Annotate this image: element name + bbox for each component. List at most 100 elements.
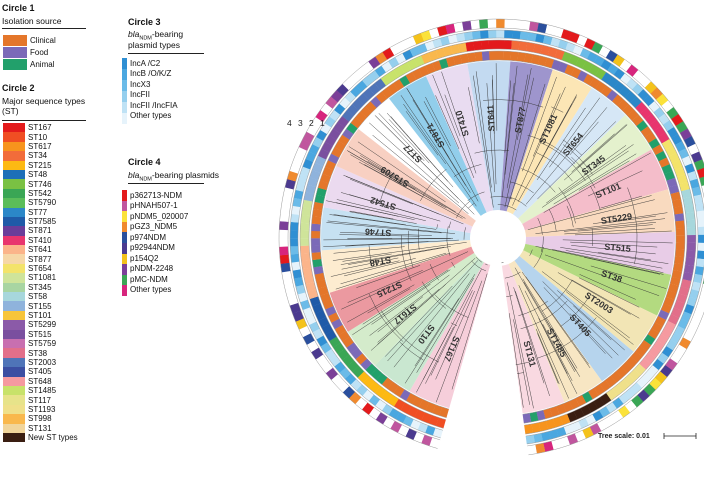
ring1-segment xyxy=(665,290,677,300)
tree-branch xyxy=(549,97,600,168)
st-swatch xyxy=(3,235,25,246)
ring1-segment xyxy=(360,106,372,118)
ring3-segment xyxy=(527,32,537,42)
ring2-segment xyxy=(560,413,571,426)
ring3-segment xyxy=(556,426,567,438)
ring2-segment xyxy=(518,41,528,52)
ring1-segment xyxy=(317,180,329,191)
plasmid-label: p92944NDM xyxy=(130,243,175,253)
st-item: ST345 xyxy=(3,282,78,293)
ring1-segment xyxy=(355,353,368,365)
st-swatch xyxy=(3,357,25,368)
circle4-subtitle: blaNDM-bearing plasmids xyxy=(128,170,219,183)
ring3-segment xyxy=(302,158,314,170)
ring2-segment xyxy=(299,230,310,239)
st-swatch xyxy=(3,132,25,142)
st-label: ST542 xyxy=(28,188,52,198)
ring3-segment xyxy=(693,273,703,284)
ring1-segment xyxy=(537,55,548,67)
tree-arc xyxy=(446,226,451,256)
tree-branch xyxy=(423,101,479,202)
ring3-segment xyxy=(463,31,474,41)
ring2-segment xyxy=(599,393,612,405)
tree-branch xyxy=(527,195,652,230)
tree-branch xyxy=(575,230,672,236)
st-swatch xyxy=(3,263,25,274)
ring2-segment xyxy=(644,113,657,126)
plasmid-label: pGZ3_NDM5 xyxy=(130,222,178,232)
ring3-segment xyxy=(578,417,589,429)
st-label: New ST types xyxy=(28,433,78,443)
tree-branch xyxy=(546,103,572,151)
st-item: ST410 xyxy=(3,235,78,246)
ring1-segment xyxy=(664,170,676,181)
ring1-segment xyxy=(621,361,633,373)
ring4-segment xyxy=(283,278,294,290)
ring2-segment xyxy=(374,386,387,398)
ring2-segment xyxy=(660,327,673,339)
ring1-segment xyxy=(365,363,377,376)
tree-arc xyxy=(548,209,557,232)
ring1-segment xyxy=(577,70,588,82)
ring2-segment xyxy=(312,162,324,174)
tree-branch xyxy=(543,287,606,354)
tree-arc xyxy=(401,235,412,281)
ring3-segment xyxy=(295,284,306,295)
tree-branch xyxy=(388,119,430,164)
clade-label: ST746 xyxy=(365,227,392,238)
ring1-segment xyxy=(489,51,497,61)
tree-branch xyxy=(393,273,470,368)
tree-branch xyxy=(323,241,429,247)
tree-arc xyxy=(379,172,394,203)
plasmid-type-label: IncB /O/K/Z xyxy=(130,69,172,79)
clade-wedge xyxy=(519,250,658,352)
st-label: ST654 xyxy=(28,264,52,274)
ring2-segment xyxy=(634,363,646,376)
ring1-segment xyxy=(311,223,321,232)
clade-wedge xyxy=(336,129,476,227)
source-swatch xyxy=(3,46,27,58)
ring2-segment xyxy=(488,40,497,50)
ring1-segment xyxy=(405,392,417,405)
colorbar-segment xyxy=(122,200,127,212)
tree-branch xyxy=(435,95,460,150)
ring4-segment xyxy=(675,121,688,134)
ring3-segment xyxy=(402,49,414,61)
tree-branch xyxy=(542,281,619,356)
colorbar-segment xyxy=(122,274,127,286)
ring1-segment xyxy=(668,283,679,293)
ring3-segment xyxy=(570,421,582,432)
ring1-segment xyxy=(317,286,329,296)
plasmid-type-label: IncFII /IncFIA xyxy=(130,100,178,110)
ring1-segment xyxy=(672,198,683,208)
ring2-segment xyxy=(309,169,321,181)
ring1-segment xyxy=(589,77,601,90)
st-swatch xyxy=(3,301,25,311)
ring4-segment xyxy=(421,434,433,446)
ring4-segment xyxy=(389,43,402,56)
ring1-segment xyxy=(467,52,476,63)
ring2-segment xyxy=(623,374,636,387)
tree-branch xyxy=(335,252,451,290)
ring1-segment xyxy=(562,401,574,413)
ring1-segment xyxy=(673,263,684,272)
ring2-segment xyxy=(300,222,310,231)
ring3-segment xyxy=(542,35,553,46)
ring2-segment xyxy=(624,91,637,103)
ring2-segment xyxy=(639,358,651,370)
ring1-segment xyxy=(316,187,327,197)
ring1-segment xyxy=(393,385,405,398)
tree-arc xyxy=(537,317,597,359)
ring4-segment xyxy=(683,135,696,148)
tree-branch xyxy=(370,283,447,351)
tree-branch xyxy=(340,252,447,285)
tree-branch xyxy=(571,245,656,255)
ring4-segment xyxy=(382,47,395,60)
circle4-gene: bla xyxy=(128,170,140,180)
st-label: ST648 xyxy=(28,376,52,386)
ring4-segment xyxy=(690,315,702,327)
ring1-segment xyxy=(355,111,367,124)
ring1-segment xyxy=(412,396,423,408)
ring3-segment xyxy=(504,30,513,39)
